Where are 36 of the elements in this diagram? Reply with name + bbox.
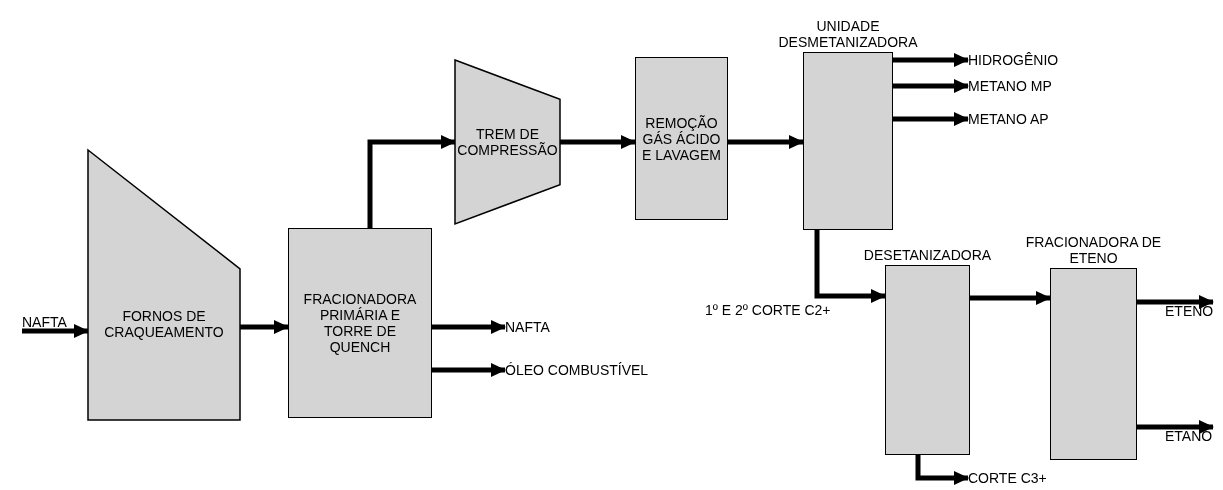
stream-label: ÓLEO COMBUSTÍVEL	[505, 361, 649, 379]
flow-arrow	[432, 363, 506, 377]
flow-arrow	[728, 135, 804, 149]
stream-label: ETENO	[1165, 302, 1214, 320]
flow-arrow	[893, 112, 969, 126]
unit-label: FRACIONADORA PRIMÁRIA E TORRE DE QUENCH	[302, 291, 418, 355]
flow-arrow	[22, 324, 89, 338]
stream-label: NAFTA	[22, 313, 67, 331]
process-box	[635, 57, 728, 220]
unit-label: FORNOS DE CRAQUEAMENTO	[103, 308, 225, 340]
edge-label: 1º E 2º CORTE C2+	[703, 302, 833, 318]
flow-arrow	[1137, 295, 1214, 309]
compressor-block	[455, 60, 560, 224]
unit-heading: FRACIONADORA DE ETENO	[1024, 234, 1163, 266]
flow-arrow	[1137, 420, 1214, 434]
stream-label: HIDROGÊNIO	[968, 51, 1059, 69]
stream-label: NAFTA	[505, 318, 550, 336]
flow-arrow	[367, 135, 456, 228]
flow-arrow	[893, 79, 969, 93]
flow-arrow	[915, 455, 969, 485]
stream-label: CORTE C3+	[968, 469, 1047, 487]
stream-label: ETANO	[1165, 427, 1213, 445]
flow-arrow	[970, 291, 1051, 305]
process-box	[288, 228, 432, 418]
furnace-block	[88, 150, 240, 420]
unit-heading: DESETANIZADORA	[862, 247, 993, 263]
unit-label: TREM DE COMPRESSÃO	[456, 126, 559, 158]
flow-arrow	[893, 53, 969, 67]
stream-label: METANO AP	[968, 110, 1049, 128]
flow-arrow	[432, 320, 506, 334]
unit-label: REMOÇÃO GÁS ÁCIDO E LAVAGEM	[641, 114, 722, 163]
flow-arrow	[560, 135, 636, 149]
flow-arrow	[814, 230, 886, 303]
unit-heading: UNIDADE DESMETANIZADORA	[777, 18, 919, 50]
stream-label: METANO MP	[968, 77, 1052, 95]
flow-arrow	[240, 320, 289, 334]
